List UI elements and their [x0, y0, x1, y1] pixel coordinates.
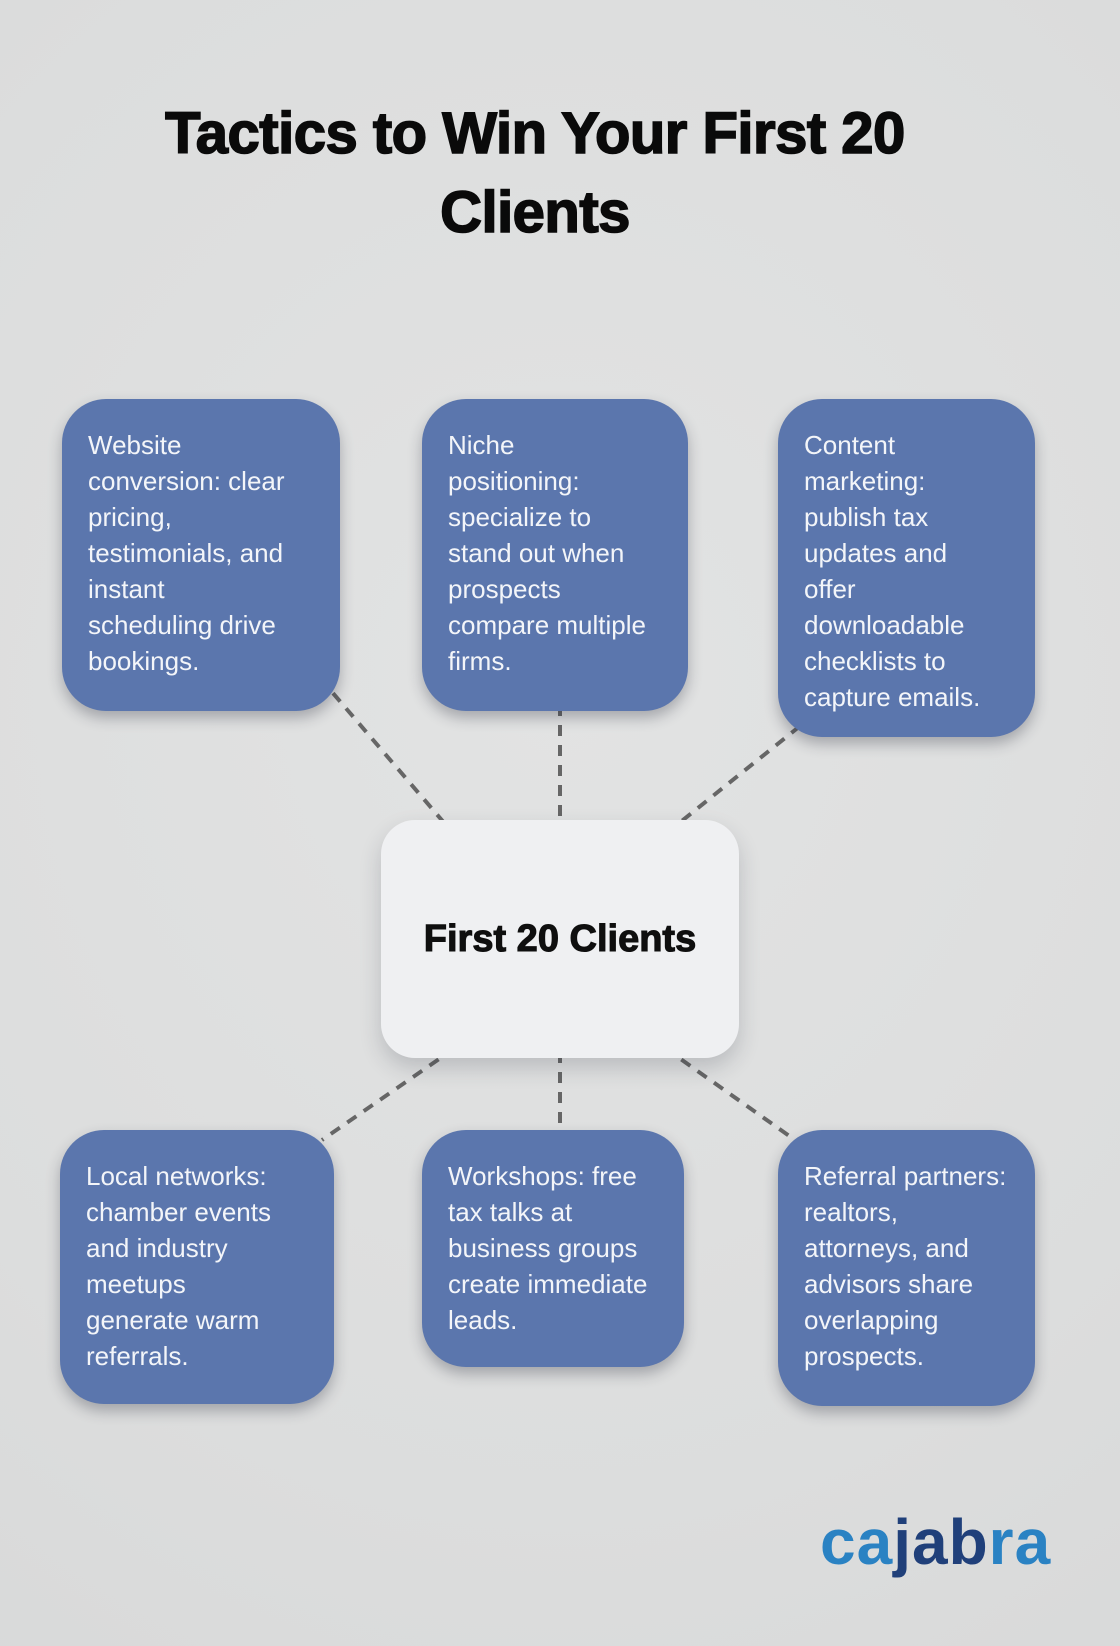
page-title: Tactics to Win Your First 20 Clients: [164, 100, 906, 246]
tactic-text-local-networks: Local networks: chamber events and indus…: [86, 1161, 271, 1371]
tactic-text-referral-partners: Referral partners: realtors, attorneys, …: [804, 1161, 1007, 1371]
tactic-card-content-marketing: Content marketing: publish tax updates a…: [778, 399, 1035, 737]
central-node-label: First 20 Clients: [423, 917, 697, 960]
tactic-text-niche-positioning: Niche positioning: specialize to stand o…: [448, 430, 646, 676]
tactic-card-referral-partners: Referral partners: realtors, attorneys, …: [778, 1130, 1035, 1406]
connector-content-marketing: [666, 724, 802, 834]
tactic-card-website-conversion: Website conversion: clear pricing, testi…: [62, 399, 340, 711]
tactic-card-niche-positioning: Niche positioning: specialize to stand o…: [422, 399, 688, 711]
central-node: First 20 Clients: [381, 820, 739, 1058]
tactic-text-workshops: Workshops: free tax talks at business gr…: [448, 1161, 648, 1335]
tactic-text-website-conversion: Website conversion: clear pricing, testi…: [88, 430, 285, 676]
tactic-card-local-networks: Local networks: chamber events and indus…: [60, 1130, 334, 1404]
cajabra-logo: cajabra: [820, 1510, 1051, 1574]
connector-referral-partners: [663, 1046, 797, 1142]
logo-segment-ca: ca: [820, 1506, 894, 1578]
logo-segment-ra: ra: [988, 1506, 1052, 1578]
logo-segment-jab: jab: [893, 1506, 989, 1578]
connector-local-networks: [320, 1046, 457, 1142]
connector-website-conversion: [318, 676, 454, 834]
tactic-card-workshops: Workshops: free tax talks at business gr…: [422, 1130, 684, 1367]
tactic-text-content-marketing: Content marketing: publish tax updates a…: [804, 430, 981, 712]
